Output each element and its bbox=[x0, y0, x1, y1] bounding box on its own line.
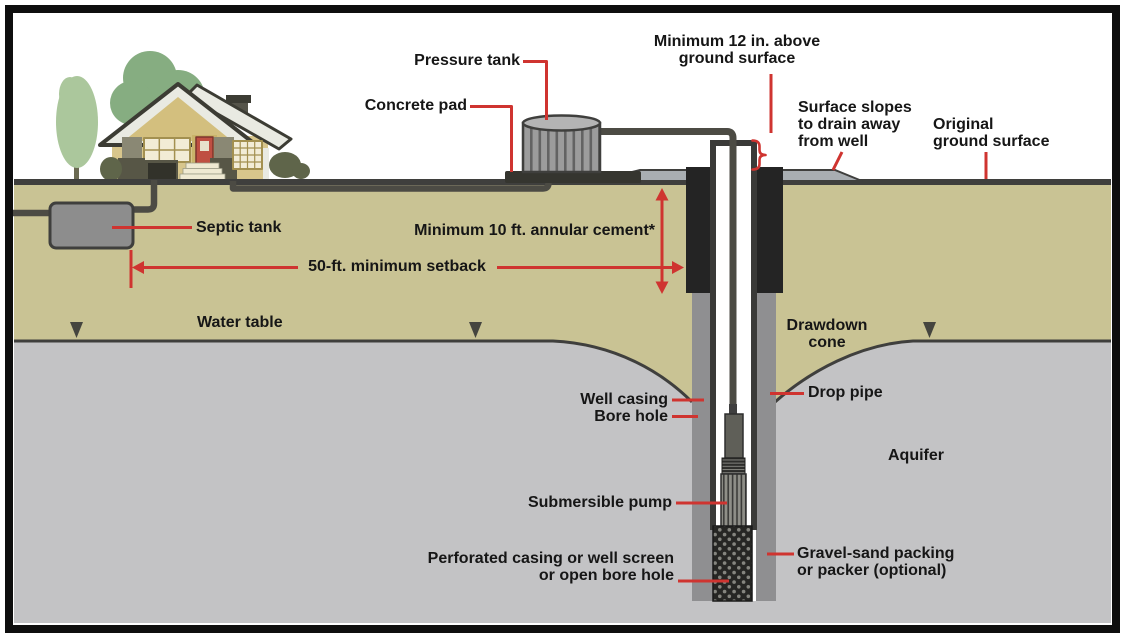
annular-cement-left bbox=[686, 167, 710, 293]
cement-arrowhead-down bbox=[655, 281, 669, 294]
house-septic-pipe bbox=[131, 180, 158, 213]
concrete-pad-leader bbox=[470, 105, 513, 172]
label-submersible-pump: Submersible pump bbox=[527, 494, 672, 511]
label-pressure-tank: Pressure tank bbox=[414, 52, 520, 69]
label-aquifer: Aquifer bbox=[888, 447, 944, 464]
water-table-triangle bbox=[70, 322, 83, 338]
gravel-pack-right bbox=[756, 293, 776, 601]
label-septic-tank: Septic tank bbox=[196, 219, 282, 236]
label-bore-hole: Bore hole bbox=[594, 408, 668, 425]
label-water-table: Water table bbox=[197, 314, 283, 331]
setback-arrowhead-right bbox=[672, 261, 684, 274]
water-table-markers bbox=[70, 322, 936, 338]
porch-foundation bbox=[130, 160, 178, 179]
annotation-arrowheads bbox=[132, 188, 684, 294]
annular-cement-right bbox=[755, 167, 783, 293]
bushes bbox=[100, 152, 310, 181]
pressure-tank-leader bbox=[523, 60, 548, 120]
label-perforated-casing: Perforated casing or well screen or open… bbox=[427, 550, 674, 584]
side-window bbox=[232, 140, 263, 170]
house-corner-trim bbox=[263, 148, 269, 179]
house-side-roof bbox=[184, 83, 293, 151]
submersible-pump bbox=[720, 404, 747, 528]
house bbox=[98, 82, 310, 181]
label-min-10-annular-cement: Minimum 10 ft. annular cement* bbox=[414, 222, 655, 239]
label-concrete-pad: Concrete pad bbox=[364, 97, 467, 114]
concrete-pad bbox=[505, 171, 641, 183]
pressure-tank bbox=[505, 114, 641, 183]
surface-slopes-tick bbox=[831, 151, 844, 171]
water-table-triangle bbox=[469, 322, 482, 338]
gable-panel bbox=[124, 97, 232, 141]
label-surface-slopes: Surface slopes to drain away from well bbox=[798, 99, 912, 150]
label-original-ground-surface: Original ground surface bbox=[933, 116, 1050, 150]
porch-window bbox=[143, 137, 191, 163]
cement-arrowhead-up bbox=[655, 188, 669, 201]
buried-pipes bbox=[13, 176, 552, 217]
label-drawdown-cone: Drawdown cone bbox=[786, 317, 868, 351]
house-supply-pipe bbox=[229, 176, 552, 192]
aquifer-body bbox=[14, 341, 1111, 623]
setback-arrowhead-left bbox=[132, 261, 144, 274]
water-table-line bbox=[14, 339, 1111, 404]
label-gravel-sand-packing: Gravel-sand packing or packer (optional) bbox=[797, 545, 955, 579]
label-setback: 50-ft. minimum setback bbox=[308, 258, 486, 275]
label-well-casing: Well casing bbox=[580, 391, 668, 408]
tree-small bbox=[56, 76, 98, 180]
label-min-12-above: Minimum 12 in. above ground surface bbox=[653, 33, 821, 67]
septic-tank bbox=[48, 201, 135, 250]
min12-brace bbox=[751, 139, 767, 171]
label-drop-pipe: Drop pipe bbox=[808, 384, 883, 401]
annotations bbox=[112, 60, 988, 583]
well-screen bbox=[712, 525, 753, 602]
drop-pipe bbox=[593, 128, 737, 410]
water-table-triangle bbox=[923, 322, 936, 338]
gravel-pack-left bbox=[692, 293, 714, 601]
porch-steps bbox=[179, 162, 226, 180]
